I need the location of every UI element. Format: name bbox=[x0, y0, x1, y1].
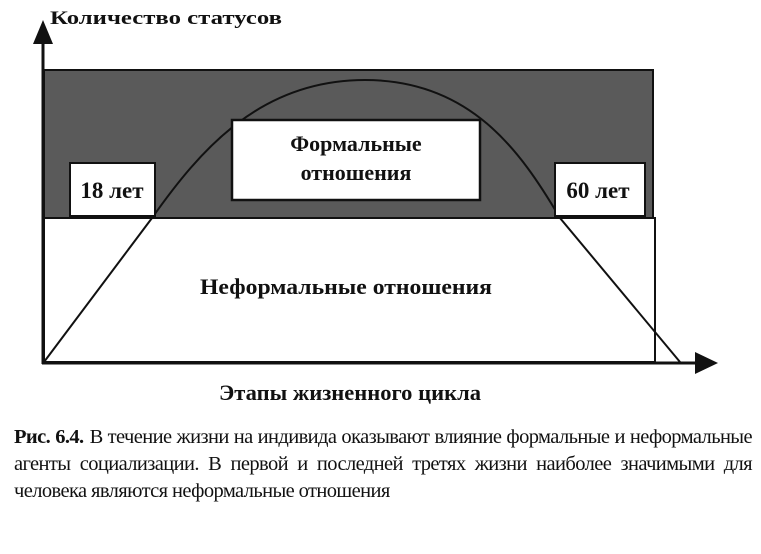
formal-label-line2: отношения bbox=[301, 160, 412, 185]
age-end-label: 60 лет bbox=[566, 178, 630, 203]
figure-number: Рис. 6.4. bbox=[14, 426, 84, 448]
status-curve bbox=[43, 78, 681, 363]
x-axis-label: Этапы жизненного цикла bbox=[219, 380, 481, 405]
caption-text: В течение жизни на индивида оказывают вл… bbox=[14, 426, 753, 502]
figure-caption: Рис. 6.4.В течение жизни на индивида ока… bbox=[14, 424, 753, 505]
y-axis-label: Количество статусов bbox=[50, 8, 282, 29]
informal-zone bbox=[43, 217, 656, 363]
informal-label: Неформальные отношения bbox=[200, 274, 492, 299]
age-start-box bbox=[69, 162, 156, 217]
socialization-diagram: Количество статусов 18 лет Формальные от… bbox=[33, 8, 718, 405]
y-axis-arrow-icon bbox=[33, 20, 53, 44]
age-start-label: 18 лет bbox=[80, 178, 144, 203]
age-end-box bbox=[554, 162, 646, 217]
formal-label-line1: Формальные bbox=[290, 131, 422, 156]
x-axis-arrow-icon bbox=[695, 352, 718, 374]
formal-box bbox=[230, 118, 482, 202]
